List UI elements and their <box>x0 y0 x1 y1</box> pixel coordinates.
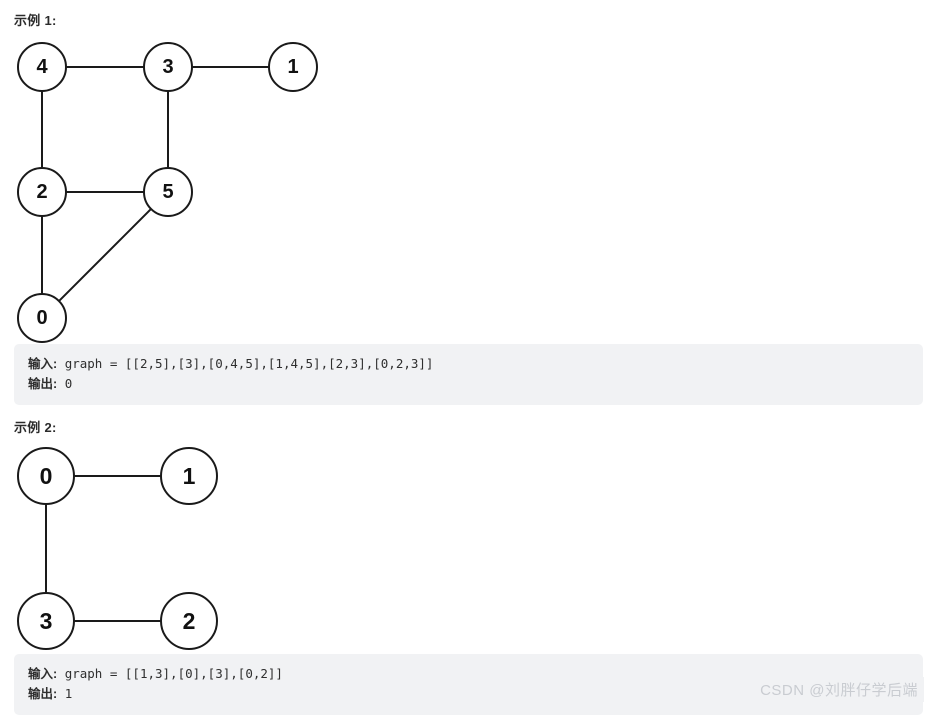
example-2-heading: 示例 2: <box>14 420 57 435</box>
example-1-output-label: 输出: <box>28 377 58 391</box>
graph-node-circle-0 <box>17 293 67 343</box>
graph-node-3: 3 <box>143 42 193 92</box>
graph-node-2: 2 <box>17 167 67 217</box>
graph-node-circle-4 <box>17 42 67 92</box>
graph-node-circle-3 <box>17 592 75 650</box>
graph-node-label-4: 4 <box>36 56 48 78</box>
graph-node-label-0: 0 <box>36 307 47 329</box>
example-2-output-line: 输出: 1 <box>28 684 909 704</box>
graph-node-1: 1 <box>160 447 218 505</box>
example-1-code-block: 输入: graph = [[2,5],[3],[0,4,5],[1,4,5],[… <box>14 344 923 405</box>
graph-node-circle-1 <box>268 42 318 92</box>
example-1-graph-figure: 4 3 1 2 5 0 <box>0 30 360 350</box>
graph-canvas-example-1: 4 3 1 2 5 0 <box>17 42 318 343</box>
example-1-input-label: 输入: <box>28 357 58 371</box>
graph-node-label-5: 5 <box>162 181 173 203</box>
graph-node-label-2: 2 <box>183 608 196 634</box>
example-1-output-value: 0 <box>57 376 73 391</box>
graph-node-label-3: 3 <box>162 56 173 78</box>
example-2-input-value: graph = [[1,3],[0],[3],[0,2]] <box>57 666 283 681</box>
graph-node-circle-5 <box>143 167 193 217</box>
graph-node-2: 2 <box>160 592 218 650</box>
example-2-input-line: 输入: graph = [[1,3],[0],[3],[0,2]] <box>28 664 909 684</box>
graph-node-3: 3 <box>17 592 75 650</box>
example-2-output-value: 1 <box>57 686 73 701</box>
graph-node-circle-3 <box>143 42 193 92</box>
example-2-graph-figure: 0 1 3 2 <box>0 440 260 655</box>
graph-node-0: 0 <box>17 293 67 343</box>
graph-node-label-2: 2 <box>36 181 47 203</box>
graph-node-circle-2 <box>160 592 218 650</box>
graph-node-label-1: 1 <box>287 56 298 78</box>
example-2-output-label: 输出: <box>28 687 58 701</box>
graph-canvas-example-2: 0 1 3 2 <box>17 447 218 650</box>
graph-node-circle-1 <box>160 447 218 505</box>
graph-node-5: 5 <box>143 167 193 217</box>
example-1-heading: 示例 1: <box>14 13 57 28</box>
graph-node-label-3: 3 <box>40 608 53 634</box>
graph-node-circle-0 <box>17 447 75 505</box>
example-1-input-line: 输入: graph = [[2,5],[3],[0,4,5],[1,4,5],[… <box>28 354 909 374</box>
graph-node-0: 0 <box>17 447 75 505</box>
csdn-watermark: CSDN @刘胖仔学后端 <box>754 677 924 702</box>
example-2-code-block: 输入: graph = [[1,3],[0],[3],[0,2]] 输出: 1 <box>14 654 923 715</box>
graph-node-1: 1 <box>268 42 318 92</box>
example-1-input-value: graph = [[2,5],[3],[0,4,5],[1,4,5],[2,3]… <box>57 356 434 371</box>
graph-node-4: 4 <box>17 42 67 92</box>
graph-node-circle-2 <box>17 167 67 217</box>
example-2-input-label: 输入: <box>28 667 58 681</box>
graph-node-label-1: 1 <box>183 463 196 489</box>
graph-node-label-0: 0 <box>40 463 53 489</box>
graph-edge-5-0 <box>58 208 152 302</box>
example-1-output-line: 输出: 0 <box>28 374 909 394</box>
